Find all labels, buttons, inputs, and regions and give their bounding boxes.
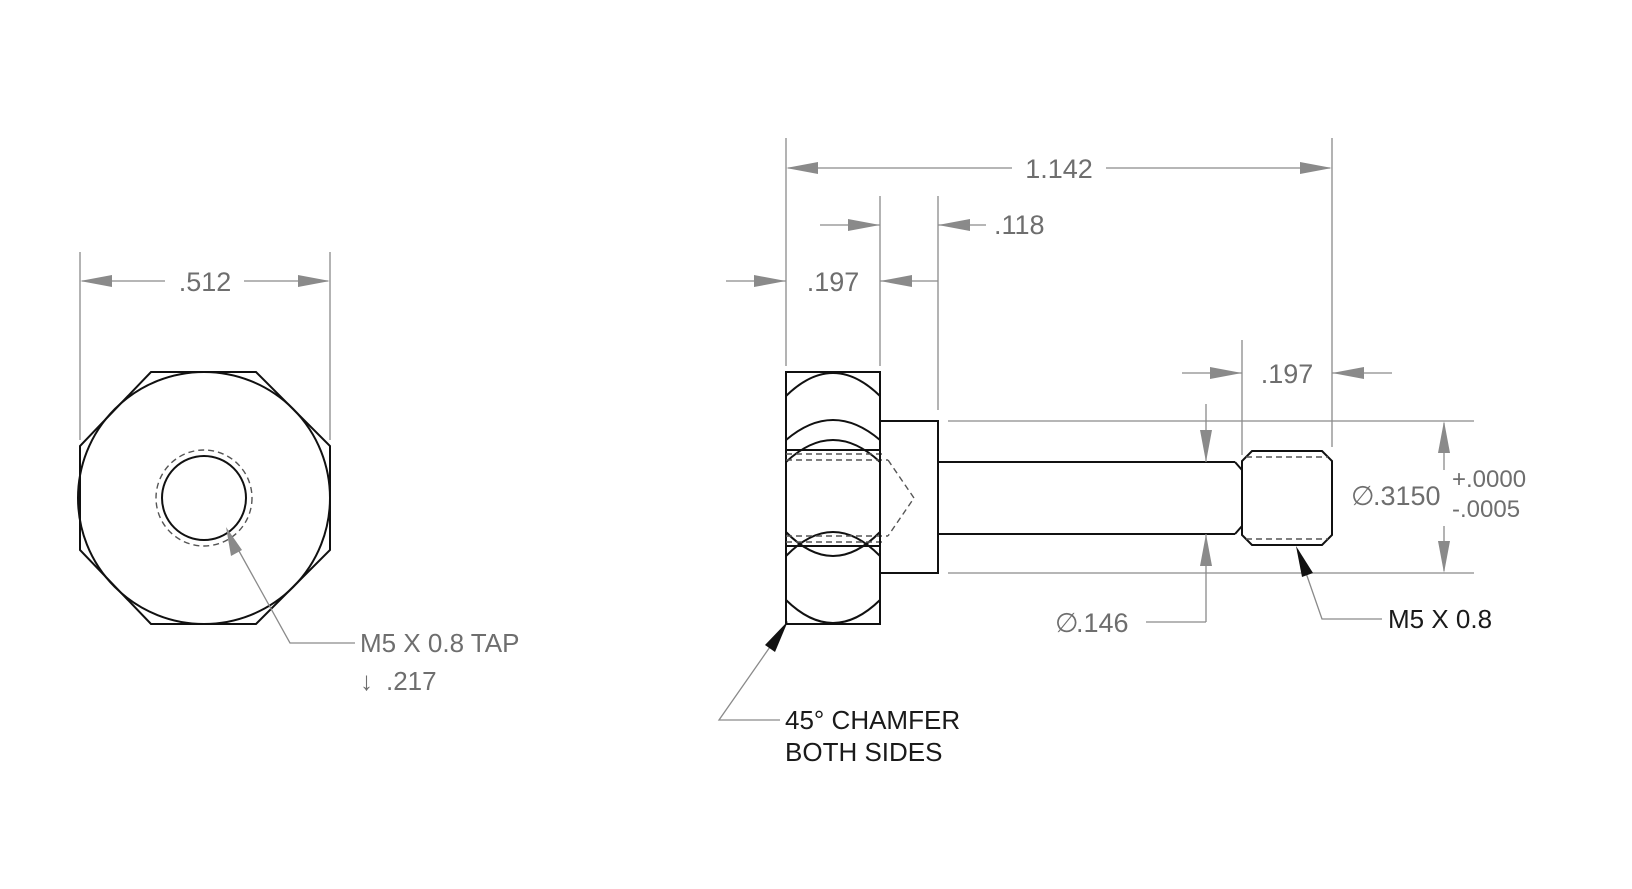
tap-depth-symbol: ↓ [360, 666, 373, 696]
thread-length-dimension: .197 [1261, 359, 1314, 389]
front-view: .512 M5 X 0.8 TAP ↓ .217 [77, 252, 519, 696]
hex-width-dimension: .197 [807, 267, 860, 297]
fit-tolerance-lower: -.0005 [1452, 496, 1520, 523]
thread-note: M5 X 0.8 [1388, 604, 1492, 634]
fit-tolerance-upper: +.0000 [1452, 466, 1526, 493]
tap-depth: .217 [386, 666, 437, 696]
shank-fillet [1234, 461, 1243, 471]
shank-diameter-symbol: ∅ [1055, 608, 1079, 638]
fit-diameter-symbol: ∅ [1351, 481, 1375, 511]
collar [879, 420, 939, 574]
arrowhead [1296, 546, 1313, 577]
arrowhead [226, 527, 242, 556]
side-view: 1.142 .118 .197 .197 ∅ .3150 +.0000 -.00… [717, 138, 1526, 767]
overall-length-dimension: 1.142 [1025, 154, 1093, 184]
arrowhead [1332, 367, 1364, 379]
arrowhead [786, 162, 818, 174]
arrowhead [1200, 534, 1212, 566]
hex-chamfer-arc [785, 599, 881, 624]
chamfer-note: 45° CHAMFER [785, 705, 960, 735]
thread-leader-line [1297, 549, 1382, 620]
arrowhead [1300, 162, 1332, 174]
arrowhead [938, 219, 970, 231]
arrowhead [1438, 421, 1450, 453]
arrowhead [298, 275, 330, 287]
tapped-hole-major [155, 449, 253, 547]
hex-chamfer-arc [785, 531, 881, 557]
width-dimension: .512 [179, 267, 232, 297]
arrowhead [80, 275, 112, 287]
hidden-drill-point [887, 459, 915, 537]
hex-head [785, 371, 881, 625]
tap-leader-line [228, 532, 355, 644]
hex-chamfer-arc [785, 531, 881, 557]
arrowhead [848, 219, 880, 231]
hex-chamfer-arc [785, 372, 881, 397]
collar-width-dimension: .118 [994, 210, 1045, 240]
threaded-end [1241, 450, 1333, 546]
arrowhead [754, 275, 786, 287]
arrowhead [765, 621, 788, 652]
hex-chamfer-arc [785, 419, 881, 441]
fit-diameter-dimension: .3150 [1373, 481, 1441, 511]
tapped-hole-minor [161, 455, 247, 541]
arrowhead [880, 275, 912, 287]
chamfer-note-line2: BOTH SIDES [785, 737, 942, 767]
arrowhead [1438, 541, 1450, 573]
shank-fillet [1234, 525, 1243, 535]
hex-chamfer-circle [77, 371, 331, 625]
hex-outline [79, 371, 331, 625]
shank-diameter-dimension: .146 [1076, 608, 1129, 638]
arrowhead [1210, 367, 1242, 379]
arrowhead [1200, 430, 1212, 462]
tap-note: M5 X 0.8 TAP [360, 628, 519, 658]
chamfer-leader-line [717, 623, 787, 721]
